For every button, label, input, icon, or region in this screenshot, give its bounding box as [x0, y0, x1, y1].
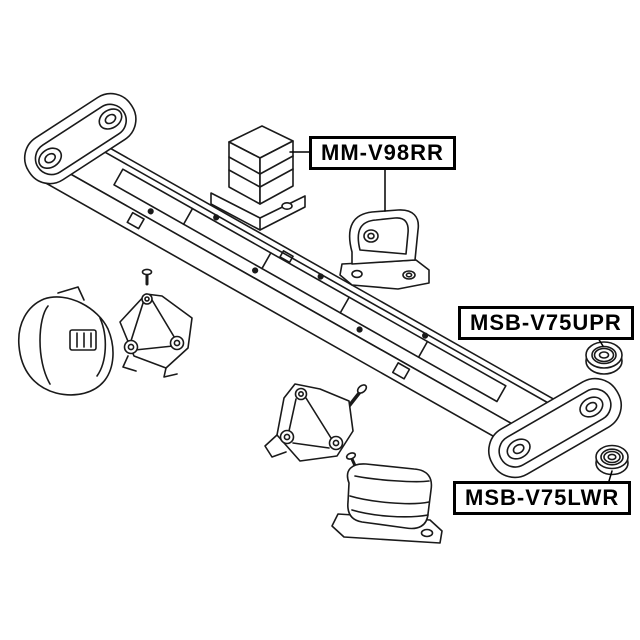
mount-bracket-rear [339, 209, 430, 290]
bushing-lower [595, 444, 629, 476]
bracket-front-left [119, 268, 193, 378]
crossmember-beam [45, 128, 565, 460]
bracket-center [264, 383, 368, 462]
beam-left-end [23, 92, 137, 185]
bushing-upper [585, 341, 623, 375]
beam-right-end [487, 377, 623, 479]
part-label-msb-v75lwr[interactable]: MSB-V75LWR [453, 481, 632, 515]
part-label-mm-v98rr[interactable]: MM-V98RR [309, 136, 456, 170]
leader-line-msb-v75lwr [608, 470, 613, 482]
engine-mount-front [331, 452, 443, 544]
part-label-msb-v75upr[interactable]: MSB-V75UPR [458, 306, 634, 340]
side-mount-left [18, 286, 114, 396]
engine-mount-rear [210, 125, 306, 231]
